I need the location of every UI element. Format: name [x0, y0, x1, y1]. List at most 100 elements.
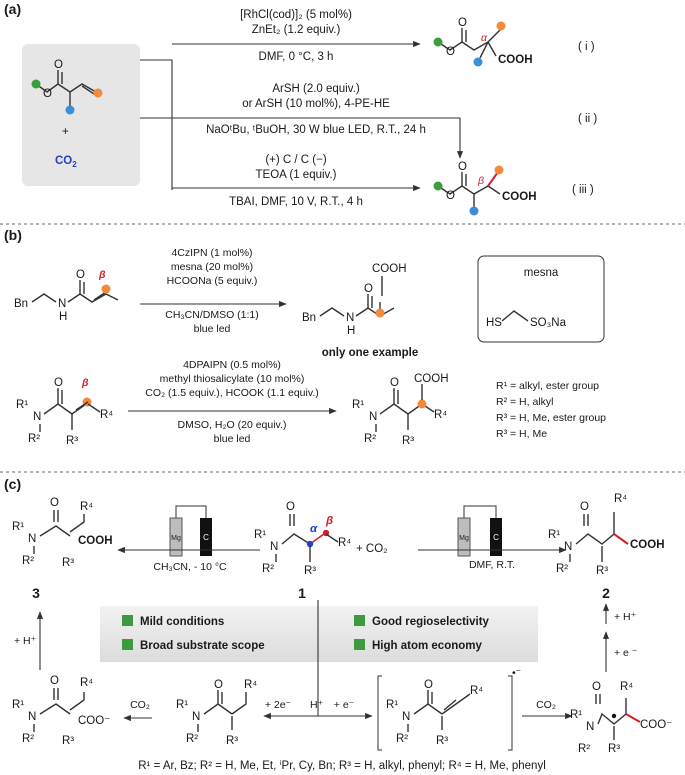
svg-text:R²: R² [186, 733, 198, 745]
svg-text:R¹: R¹ [570, 709, 582, 721]
svg-text:R³: R³ [62, 735, 74, 747]
radical-carboxylate: R⁴ O R¹ N COO⁻ R² R³ [570, 681, 672, 755]
cond-iii-line1: (+) C / C (−) [265, 154, 327, 166]
mesna-box [477, 255, 605, 343]
cond-i-line1: [RhCl(cod)]₂ (5 mol%) [240, 9, 352, 21]
svg-text:N: N [564, 541, 572, 553]
svg-text:R²: R² [364, 433, 376, 445]
svg-text:O: O [286, 501, 295, 513]
b-cond1-line4: CH₃CN/DMSO (1:1) [165, 309, 259, 321]
substrate-molecule: O O [31, 59, 103, 115]
panel-label-c: (c) [4, 476, 21, 492]
cond-ii-line3: NaOᵗBu, ᵗBuOH, 30 W blue LED, R.T., 24 h [206, 124, 426, 136]
b-legend-1: R¹ = alkyl, ester group [496, 380, 599, 392]
cooh-iii: COOH [502, 191, 537, 203]
svg-text:N: N [270, 541, 278, 553]
svg-text:R³: R³ [596, 565, 608, 577]
b-cond1-line3: HCOONa (5 equiv.) [167, 275, 258, 287]
svg-text:R²: R² [22, 733, 34, 745]
svg-text:O: O [390, 377, 399, 389]
cooh-i: COOH [498, 54, 533, 66]
plus-sign: + [62, 126, 69, 138]
svg-text:N: N [192, 711, 200, 723]
label-i: ( i ) [578, 41, 595, 53]
compound-3-number: 3 [32, 585, 40, 601]
svg-text:R²: R² [396, 733, 408, 745]
compound-1-number: 1 [298, 585, 306, 601]
svg-text:COOH: COOH [78, 535, 113, 547]
svg-text:C: C [493, 533, 499, 542]
product-b2: R¹ N R² O R³ COOH R⁴ [352, 373, 449, 447]
feature-scope: Broad substrate scope [140, 640, 265, 652]
product-i-molecule: O O α COOH [433, 17, 533, 67]
cond-ii-line1: ArSH (2.0 equiv.) [272, 83, 360, 95]
features-banner [100, 606, 538, 662]
co2-label: CO2 [55, 155, 77, 169]
svg-text:COO⁻: COO⁻ [78, 715, 110, 727]
svg-text:β: β [325, 515, 333, 527]
b-cond1-line5: blue led [194, 323, 231, 335]
svg-text:R³: R³ [62, 557, 74, 569]
b-cond2-line5: blue led [214, 433, 251, 445]
substrate-b1: Bn N H O β [14, 269, 119, 323]
svg-text:R¹: R¹ [12, 521, 24, 533]
svg-text:•⁻: •⁻ [512, 667, 521, 679]
svg-text:R⁴: R⁴ [100, 409, 113, 421]
svg-text:R¹: R¹ [386, 699, 398, 711]
b-legend-4: R³ = H, Me [496, 428, 547, 440]
feature-bullet-4 [354, 639, 365, 650]
svg-text:β: β [98, 269, 106, 281]
feature-bullet-1 [122, 615, 133, 626]
compound-1: O R¹ N R⁴ R² R³ α β [254, 501, 351, 577]
svg-text:Bn: Bn [302, 312, 316, 324]
svg-text:O: O [76, 269, 85, 281]
cond-i-line3: DMF, 0 °C, 3 h [259, 51, 334, 63]
c-hplus-right: + H⁺ [614, 611, 636, 623]
mesna-title: mesna [524, 267, 559, 279]
svg-text:H: H [347, 325, 355, 337]
beta-label-iii: β [477, 175, 484, 187]
electrolysis-cell-left: Mg C [169, 505, 212, 557]
svg-text:R²: R² [556, 563, 568, 575]
label-iii: ( iii ) [572, 184, 594, 196]
svg-text:O: O [424, 679, 433, 691]
svg-text:Bn: Bn [14, 298, 28, 310]
svg-text:R⁴: R⁴ [470, 685, 483, 697]
svg-text:C: C [203, 533, 209, 542]
svg-text:N: N [58, 298, 66, 310]
svg-text:O: O [458, 17, 467, 29]
cond-ii-line2: or ArSH (10 mol%), 4-PE-HE [242, 98, 390, 110]
product-iii-molecule: O O β COOH [433, 161, 537, 216]
svg-text:R⁴: R⁴ [434, 409, 447, 421]
svg-text:R³: R³ [226, 735, 238, 747]
svg-text:O: O [50, 497, 59, 509]
svg-text:O: O [592, 681, 601, 693]
panel-label-b: (b) [4, 227, 22, 243]
radical-anion: •⁻ R¹ N O R⁴ R³ R² [377, 667, 521, 751]
substrate-box [22, 44, 140, 186]
label-ii: ( ii ) [578, 113, 597, 125]
c-eminus-mid: + e⁻ [334, 699, 354, 711]
product-b1: Bn N H O COOH [302, 263, 407, 337]
svg-text:N: N [402, 711, 410, 723]
svg-text:R¹: R¹ [548, 529, 560, 541]
c-hplus-mid: H⁺ [310, 699, 323, 711]
b-cond2-line2: methyl thiosalicylate (10 mol%) [160, 373, 305, 385]
svg-text:α: α [310, 523, 318, 535]
svg-text:R³: R³ [608, 743, 620, 755]
ester-o: O [43, 88, 52, 100]
b-legend-2: R² = H, alkyl [496, 396, 553, 408]
svg-text:R³: R³ [436, 735, 448, 747]
carboxylate-anion: O R⁴ R¹ N R² COO⁻ R³ [12, 675, 110, 747]
c-footer: R¹ = Ar, Bz; R² = H, Me, Et, ⁱPr, Cy, Bn… [138, 760, 546, 772]
svg-text:N: N [586, 721, 594, 733]
svg-text:N: N [28, 711, 36, 723]
b-cond1-line1: 4CzIPN (1 mol%) [171, 247, 252, 259]
svg-text:R³: R³ [304, 565, 316, 577]
b-legend-3: R³ = H, Me, ester group [496, 412, 606, 424]
compound-3: O R⁴ R¹ N R² COOH R³ [12, 497, 113, 569]
svg-text:H: H [59, 311, 67, 323]
substrate-b2: R¹ N R² O R³ R⁴ β [16, 377, 113, 447]
b-cond2-line4: DMSO, H₂O (20 equiv.) [178, 419, 287, 431]
svg-text:HS: HS [486, 317, 502, 329]
